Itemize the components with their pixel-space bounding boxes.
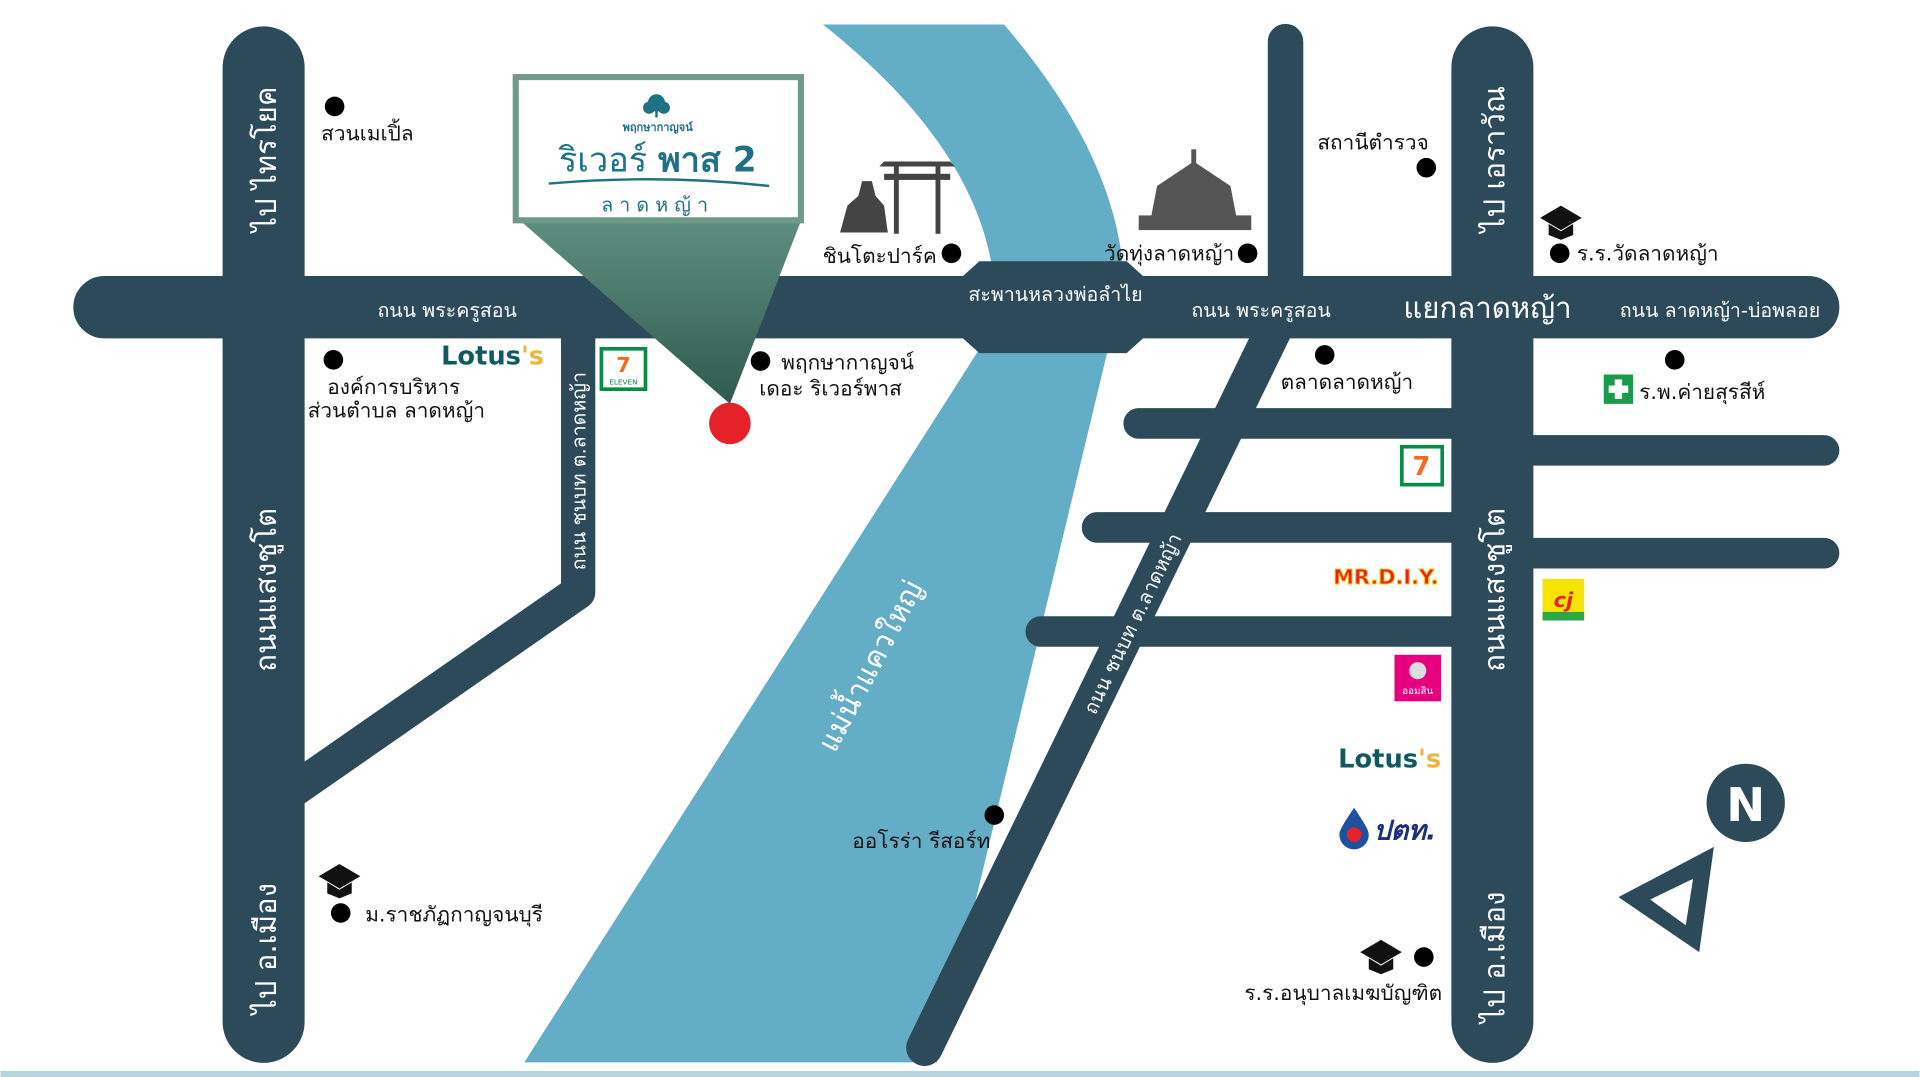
road-soi-2 xyxy=(1081,512,1475,543)
wave-line xyxy=(548,178,770,188)
road-label-right-north: ไป เอราวัณ xyxy=(1478,86,1512,234)
mrdiy-logo: MR.D.I.Y. xyxy=(1333,565,1438,589)
poi-police: สถานีตำรวจ xyxy=(1317,130,1428,154)
gsb-logo: ออมสิน xyxy=(1394,654,1441,702)
poi-dot xyxy=(323,350,344,370)
poi-maple-park: สวนเมเปิ้ล xyxy=(321,119,413,146)
river xyxy=(524,24,1124,1063)
poi-dot xyxy=(330,903,351,923)
project-name: ริเวอร์ พาส 2 xyxy=(558,140,756,180)
compass-circle xyxy=(1706,763,1785,843)
project-name-part2: พาส 2 xyxy=(658,140,756,180)
poi-dot xyxy=(1416,157,1437,178)
bottom-border xyxy=(0,1070,1920,1077)
tree-icon xyxy=(643,94,670,118)
road-label-far-east: ถนน ลาดหญ้า-บ่อพลอย xyxy=(1620,299,1821,322)
poi-market: ตลาดลาดหญ้า xyxy=(1281,370,1413,394)
poi-temple: วัดทุ่งลาดหญ้า xyxy=(1104,242,1234,267)
ptt-logo: ปตท. xyxy=(1339,807,1437,850)
road-label-right-middle: ถนนแสงชูโต xyxy=(1478,508,1513,672)
poi-dot xyxy=(941,243,962,264)
svg-text:7: 7 xyxy=(616,353,630,377)
poi-hospital: ร.พ.ค่ายสุรสีห์ xyxy=(1639,380,1765,405)
road-label-right-south: ไป อ.เมือง xyxy=(1478,892,1512,1025)
road-rural-right xyxy=(906,312,1292,1066)
project-location-pin[interactable] xyxy=(709,402,751,445)
north-compass: N xyxy=(1618,763,1785,953)
road-soi-1 xyxy=(1123,408,1480,439)
hospital-cross-icon xyxy=(1603,374,1634,404)
poi-aurora: ออโรร่า รีสอร์ท xyxy=(852,829,990,853)
poi-kindergarten: ร.ร.อนุบาลเมฆบัญฑิต xyxy=(1244,981,1442,1006)
cj-logo: cj xyxy=(1542,578,1585,621)
poi-school-wat: ร.ร.วัดลาดหญ้า xyxy=(1577,242,1719,266)
poi-university: ม.ราชภัฏกาญจนบุรี xyxy=(365,903,543,928)
poi-dot xyxy=(750,351,771,371)
poi-dot xyxy=(1237,243,1258,264)
roads xyxy=(73,23,1840,1066)
poi-dot xyxy=(1414,947,1434,967)
lotus-logo: Lotus's xyxy=(441,342,544,372)
svg-text:ELEVEN: ELEVEN xyxy=(609,377,637,386)
project-name-part1: ริเวอร์ xyxy=(558,140,647,180)
project-location: ลาดหญ้า xyxy=(601,194,714,217)
graduation-cap-icon xyxy=(1540,205,1582,240)
project-brand: พฤกษากาญจน์ xyxy=(623,121,694,134)
road-soi-3 xyxy=(1025,616,1480,647)
poi-dot xyxy=(1549,243,1570,264)
svg-text:ปตท.: ปตท. xyxy=(1374,816,1437,847)
compass-label: N xyxy=(1726,778,1765,832)
svg-text:7: 7 xyxy=(1412,452,1430,482)
road-label-left-middle: ถนนแสงชูโต xyxy=(249,508,284,672)
road-label-main-west: ถนน พระครูสอน xyxy=(377,299,517,323)
road-label-left-north: ไป ไทรโยค xyxy=(249,86,283,233)
road-label-rural-left: ถนน ชนบท ต.ลาดหญ้า xyxy=(567,372,590,570)
seven-eleven-logo-east: 7 xyxy=(1399,444,1445,487)
road-label-junction: แยกลาดหญ้า xyxy=(1403,291,1571,325)
north-arrow-icon xyxy=(1618,846,1714,953)
poi-river-pass-name: เดอะ ริเวอร์พาส xyxy=(759,376,902,400)
lotus-logo-east: Lotus's xyxy=(1338,744,1441,774)
poi-river-pass-brand: พฤกษากาญจน์ xyxy=(781,351,914,375)
road-label-left-south: ไป อ.เมือง xyxy=(249,883,283,1016)
road-soi-east-2 xyxy=(1505,537,1840,569)
poi-dot xyxy=(324,96,345,117)
torii-icon xyxy=(840,161,956,234)
project-pointer: พฤกษากาญจน์ ริเวอร์ พาส 2 ลาดหญ้า xyxy=(512,74,804,404)
road-label-main-east: ถนน พระครูสอน xyxy=(1191,299,1330,323)
poi-dot xyxy=(984,805,1005,825)
poi-dot xyxy=(1664,350,1685,370)
graduation-cap-icon xyxy=(1360,939,1402,975)
seven-eleven-logo: 7 ELEVEN xyxy=(599,346,648,392)
road-north-spur xyxy=(1267,23,1304,295)
poi-sao-line2: ส่วนตำบล ลาดหญ้า xyxy=(308,398,485,422)
svg-text:ออมสิน: ออมสิน xyxy=(1402,686,1433,697)
bridge xyxy=(954,261,1152,354)
temple-icon xyxy=(1138,149,1252,231)
poi-sao-line1: องค์การบริหาร xyxy=(327,375,460,399)
road-label-bridge: สะพานหลวงพ่อลำไย xyxy=(968,283,1142,306)
road-soi-east-1 xyxy=(1505,435,1840,466)
poi-dot xyxy=(1314,345,1335,365)
poi-shinto-park: ชินโตะปาร์ค xyxy=(823,244,937,268)
road-rural-left xyxy=(279,330,596,808)
svg-text:cj: cj xyxy=(1554,588,1574,612)
graduation-cap-icon xyxy=(318,864,361,899)
